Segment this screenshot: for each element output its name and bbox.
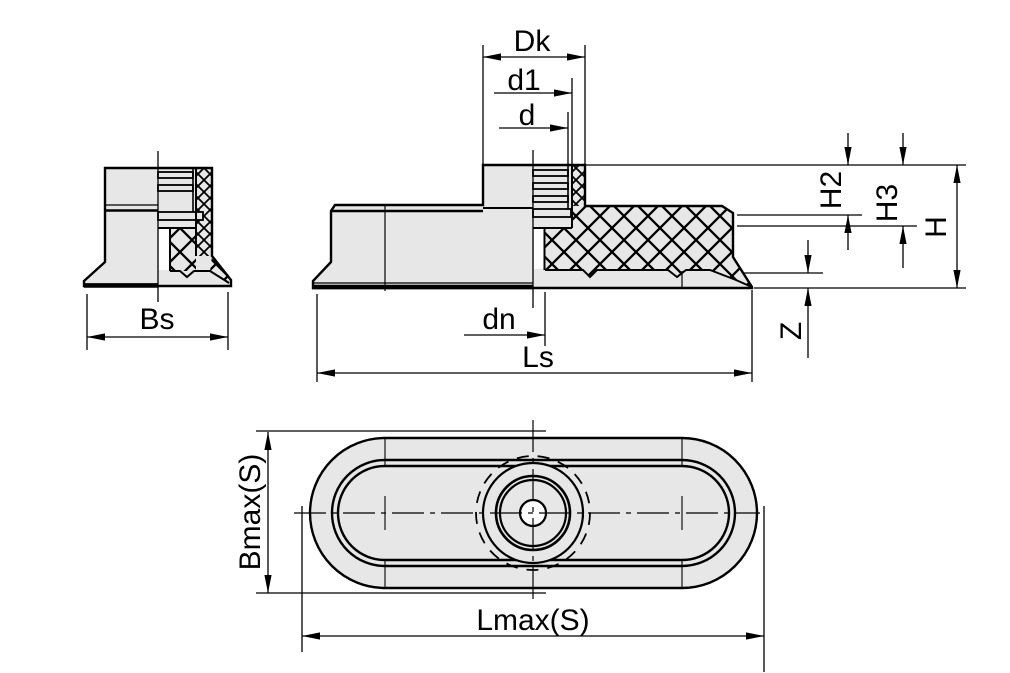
front-view-thread-bar (532, 169, 569, 177)
dim-dn-label: dn (482, 303, 515, 336)
front-view: Dk d1 d dn Ls (311, 25, 966, 382)
end-view-thread-bar (157, 171, 194, 179)
arrow-right-icon (527, 331, 545, 339)
arrow-up-icon (844, 215, 852, 233)
dim-dk-label: Dk (514, 25, 552, 58)
front-view-rubber-hatch (545, 206, 752, 287)
dim-dn: dn (464, 292, 546, 346)
dim-lmax: Lmax(S) (301, 506, 765, 672)
arrow-down-icon (844, 147, 852, 165)
dim-h2-label: H2 (815, 171, 848, 209)
arrow-left-icon (317, 369, 335, 377)
dim-ls-label: Ls (522, 341, 554, 374)
front-view-bore (534, 229, 544, 269)
dim-bmax: Bmax(S) (234, 430, 546, 594)
end-view-thread-bar (157, 184, 194, 192)
front-view-cavity (533, 270, 752, 288)
arrow-right-icon (734, 369, 752, 377)
dim-bmax-label: Bmax(S) (234, 454, 267, 571)
arrow-down-icon (953, 270, 961, 288)
arrow-left-icon (483, 53, 501, 61)
arrow-up-icon (899, 226, 907, 244)
dim-lmax-label: Lmax(S) (476, 604, 589, 637)
dim-d1: d1 (494, 64, 573, 165)
dim-h: H (920, 165, 961, 288)
arrow-down-icon (804, 255, 812, 273)
dim-z-label: Z (775, 322, 808, 340)
front-view-cavity-ceiling (545, 269, 753, 288)
dim-h3-label: H3 (871, 184, 904, 222)
arrow-up-icon (264, 432, 272, 450)
height-dims: H2 H3 H Z (585, 133, 966, 358)
front-view-groove (532, 208, 572, 218)
arrow-right-icon (554, 89, 572, 97)
dim-h-label: H (920, 216, 953, 238)
dim-dk: Dk (482, 25, 586, 164)
dim-h2: H2 (815, 133, 852, 250)
front-view-thread-bar (532, 182, 569, 190)
end-view-rubber-hatch (170, 228, 196, 271)
end-view-cavity-ceiling (170, 270, 230, 284)
arrow-down-icon (264, 575, 272, 593)
end-view-lip-hatch (210, 256, 231, 284)
front-view-insert-hatch (572, 165, 585, 206)
arrow-right-icon (567, 53, 585, 61)
end-view-outline (82, 166, 233, 288)
arrow-up-icon (953, 165, 961, 183)
end-view-insert-hatch (196, 168, 212, 256)
dim-z: Z (775, 240, 812, 358)
arrow-up-icon (804, 288, 812, 306)
arrow-right-icon (210, 333, 228, 341)
arrow-left-icon (87, 333, 105, 341)
dim-d: d (499, 99, 569, 166)
front-view-outline (311, 163, 754, 290)
arrow-down-icon (899, 147, 907, 165)
dim-bs: Bs (86, 292, 229, 350)
dim-h3: H3 (871, 133, 907, 268)
dim-d1-label: d1 (507, 64, 540, 97)
end-view: Bs (82, 151, 233, 350)
arrow-right-icon (550, 124, 568, 132)
dim-bs-label: Bs (139, 303, 174, 336)
arrow-left-icon (302, 632, 320, 640)
front-view-thread-bar (532, 195, 569, 203)
arrow-right-icon (746, 632, 764, 640)
end-view-bore (158, 229, 170, 270)
plan-view: Bmax(S) Lmax(S) (234, 420, 765, 672)
dim-ls: Ls (316, 290, 753, 382)
dim-d-label: d (519, 99, 536, 132)
